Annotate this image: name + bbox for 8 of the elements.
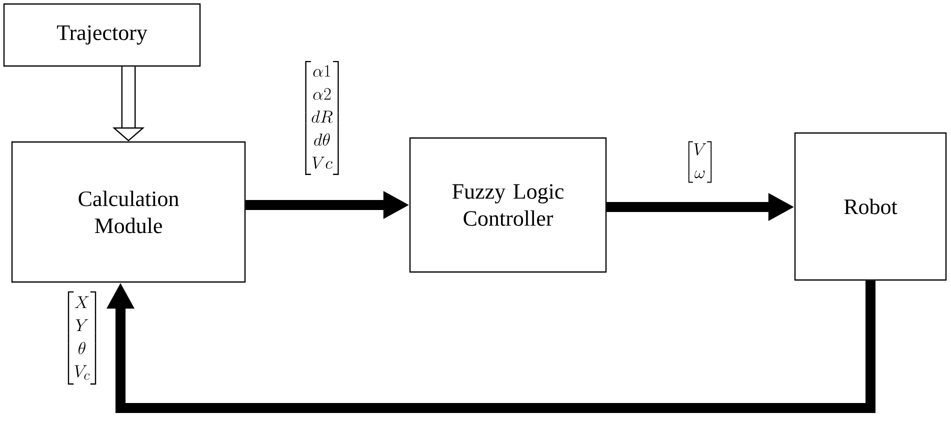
block-box: Fuzzy Logic Controller: [409, 137, 607, 273]
arrow: [106, 280, 876, 413]
signal-vector: $\begin{bmatrix}X\\ Y\\ \theta\\ V_c\end{bmatrix}$: [61, 290, 103, 386]
signal-vector: $\begin{bmatrix}V\\ \omega\end{bmatrix}$: [683, 138, 717, 186]
block-box: Robot: [794, 132, 947, 281]
signal-vector: $\begin{bmatrix}\alpha 1\\ \alpha 2\\ dR\\ d\theta\\ Vc\end{bmatrix}$: [298, 60, 346, 176]
block-box: Trajectory: [3, 3, 201, 67]
block-box: Calculation Module: [11, 141, 246, 283]
